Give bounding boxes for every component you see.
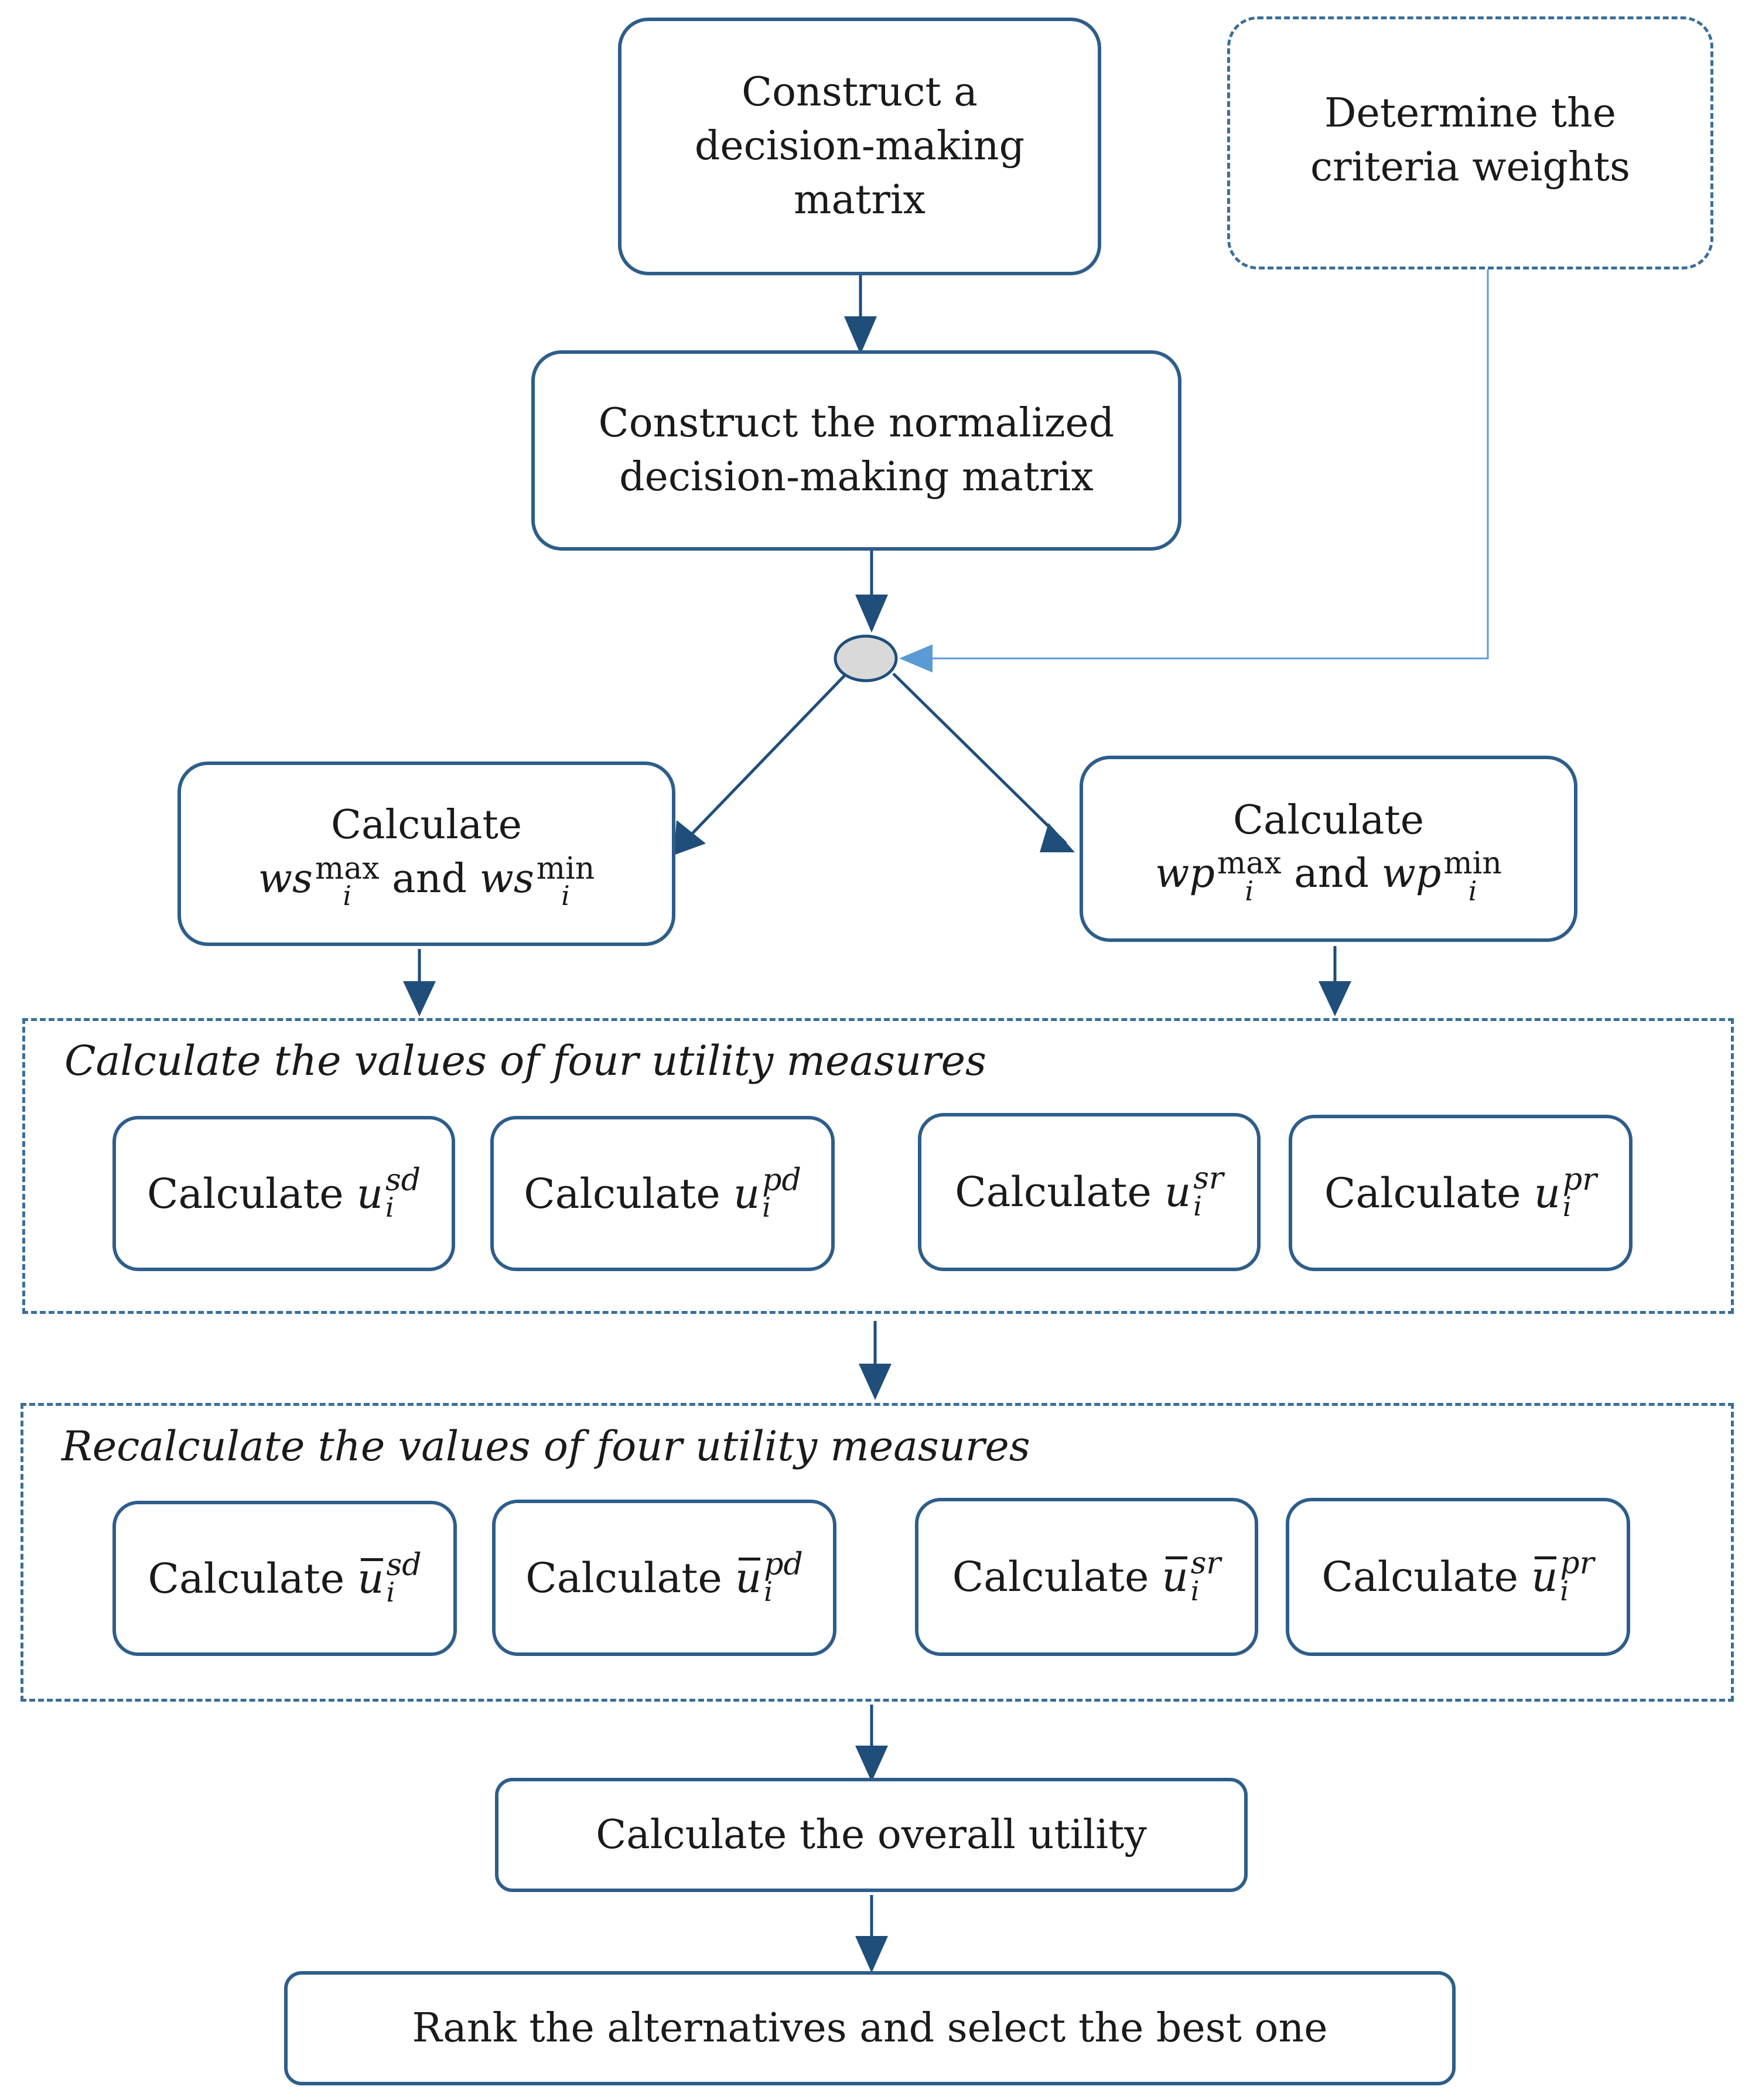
utility-pr-sub: i — [1562, 1191, 1572, 1223]
wp-symbol-min: wp — [1381, 851, 1442, 897]
utility-measures-group — [22, 1018, 1734, 1314]
recalc-sr-label: Calculate — [952, 1553, 1149, 1601]
utility-sr-symbol: u — [1164, 1168, 1191, 1216]
recalc-pr-label: Calculate — [1321, 1553, 1519, 1601]
rank-alternatives-box: Rank the alternatives and select the bes… — [284, 1971, 1456, 2085]
criteria-weights-line-2: criteria weights — [1310, 144, 1631, 190]
recalc-pr-sub: i — [1560, 1575, 1569, 1607]
normalized-matrix-line-1: Construct the normalized — [598, 400, 1115, 447]
utility-pd-symbol: u — [733, 1169, 760, 1218]
utility-pr-sup: pr — [1562, 1162, 1597, 1197]
utility-sd-sub: i — [385, 1191, 394, 1224]
recalc-sr-sub: i — [1190, 1575, 1200, 1607]
recalc-pd-sup: pd — [764, 1546, 803, 1582]
recalc-pd-label: Calculate — [525, 1553, 722, 1602]
wp-sup-max: max — [1217, 846, 1282, 882]
utility-pd-sup: pd — [762, 1162, 801, 1198]
recalc-measures-title: Recalculate the values of four utility m… — [62, 1422, 1030, 1470]
wp-and: and — [1294, 851, 1370, 897]
utility-pr-label: Calculate — [1324, 1169, 1521, 1217]
ws-sup-max: max — [315, 851, 380, 886]
recalc-pd-sub: i — [764, 1576, 773, 1608]
utility-sr-sup: sr — [1193, 1161, 1224, 1197]
overall-utility-label: Calculate the overall utility — [596, 1811, 1147, 1858]
recalc-pd-symbol: u — [735, 1553, 762, 1602]
utility-sr-label: Calculate — [955, 1168, 1152, 1216]
construct-matrix-box: Construct a decision-making matrix — [618, 18, 1101, 275]
calculate-wp-title: Calculate — [1232, 797, 1425, 844]
recalc-sd-label: Calculate — [148, 1554, 345, 1603]
junction-node — [834, 634, 898, 682]
recalc-sd-sup: sd — [386, 1547, 422, 1583]
recalc-sd-symbol: u — [357, 1554, 384, 1603]
arrow-junction-to-ws — [687, 672, 848, 839]
recalc-pr-symbol: u — [1531, 1553, 1558, 1601]
utility-sr-sub: i — [1193, 1190, 1202, 1222]
arrow-junction-to-wp — [892, 672, 1067, 845]
construct-matrix-line-1: Construct a — [742, 69, 978, 116]
utility-sd-label: Calculate — [147, 1169, 344, 1218]
ws-symbol-min: ws — [479, 855, 534, 902]
criteria-weights-box: Determine the criteria weights — [1227, 16, 1713, 269]
feedback-arrowhead — [899, 644, 933, 672]
wp-sub-i: i — [1245, 875, 1254, 907]
utility-pd-label: Calculate — [524, 1169, 720, 1218]
ws-sub-i: i — [343, 880, 352, 912]
wp-sub-i-2: i — [1468, 875, 1477, 907]
wp-symbol-max: wp — [1155, 851, 1215, 897]
normalized-matrix-box: Construct the normalized decision-making… — [531, 350, 1181, 551]
recalc-measures-group — [21, 1403, 1734, 1702]
recalc-pr-sup: pr — [1560, 1546, 1594, 1582]
calculate-ws-title: Calculate — [330, 802, 522, 849]
utility-measures-title: Calculate the values of four utility mea… — [64, 1037, 986, 1085]
overall-utility-box: Calculate the overall utility — [495, 1778, 1248, 1892]
ws-and: and — [392, 855, 467, 902]
rank-alternatives-label: Rank the alternatives and select the bes… — [412, 2005, 1328, 2051]
recalc-sr-sup: sr — [1190, 1546, 1221, 1582]
ws-sub-i-2: i — [561, 880, 570, 912]
ws-sup-min: min — [536, 851, 595, 886]
ws-symbol-max: ws — [258, 855, 313, 902]
feedback-weights-line — [931, 269, 1489, 660]
normalized-matrix-line-2: decision-making matrix — [619, 454, 1094, 500]
utility-pd-sub: i — [762, 1191, 771, 1224]
utility-pr-symbol: u — [1534, 1169, 1560, 1217]
wp-sup-min: min — [1443, 846, 1502, 882]
recalc-sd-sub: i — [386, 1576, 395, 1609]
criteria-weights-line-1: Determine the — [1324, 90, 1617, 136]
utility-sd-symbol: u — [356, 1169, 384, 1218]
construct-matrix-line-3: matrix — [794, 176, 925, 223]
construct-matrix-line-2: decision-making — [694, 123, 1025, 170]
recalc-sr-symbol: u — [1162, 1553, 1189, 1601]
utility-sd-sup: sd — [385, 1162, 421, 1198]
